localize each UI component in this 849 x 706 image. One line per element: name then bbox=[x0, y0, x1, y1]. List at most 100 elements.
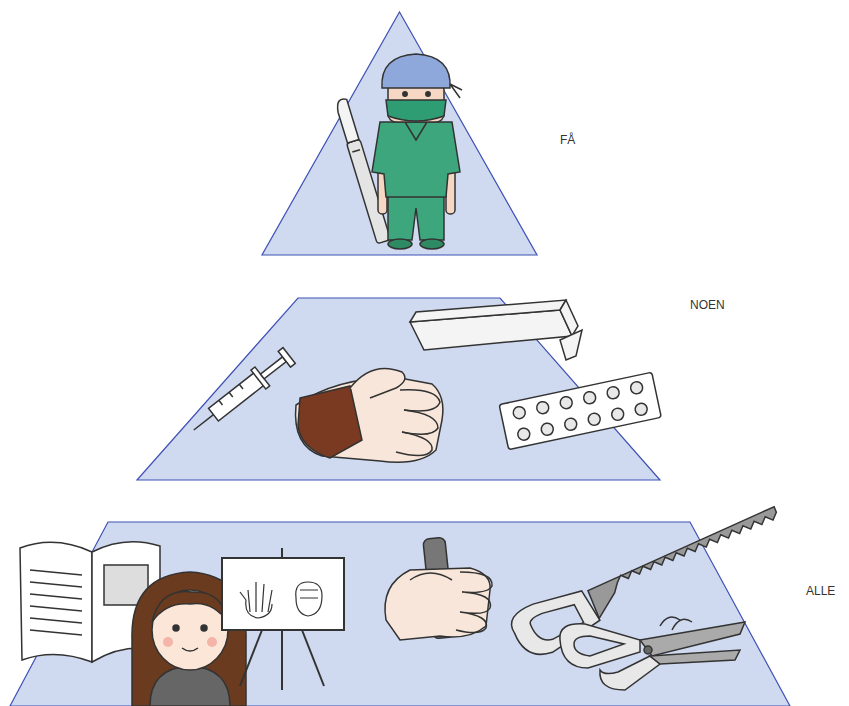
gripping-hand-part bbox=[423, 537, 455, 639]
pill-box-part bbox=[410, 300, 566, 322]
teacher-part bbox=[150, 666, 230, 706]
scissors-part bbox=[600, 656, 660, 690]
scalpel-part bbox=[347, 139, 391, 244]
easel-part bbox=[281, 630, 283, 690]
band-shape bbox=[10, 522, 790, 706]
bandaged-hand-part bbox=[296, 378, 443, 462]
syringe-part bbox=[219, 400, 223, 405]
syringe-part bbox=[260, 357, 286, 379]
scalpel bbox=[334, 98, 391, 244]
easel-part bbox=[222, 558, 344, 630]
teacher-part bbox=[132, 572, 246, 706]
band-outline bbox=[10, 522, 790, 706]
bandaged-hand-part bbox=[350, 368, 405, 398]
bandaged-hand-part bbox=[298, 386, 362, 458]
blister-pack-part-part bbox=[512, 406, 526, 420]
surgeon-part bbox=[388, 239, 412, 249]
syringe-part bbox=[278, 348, 295, 367]
scissors-part bbox=[560, 624, 640, 668]
teacher-part bbox=[207, 637, 217, 647]
open-book-part bbox=[104, 565, 148, 605]
band-label: ALLE bbox=[806, 584, 835, 598]
bandaged-hand-part bbox=[396, 432, 432, 456]
bandaged-hand-part bbox=[402, 410, 438, 434]
surgeon-part bbox=[405, 122, 427, 140]
scalpel-part bbox=[352, 150, 360, 152]
scissors-part bbox=[640, 622, 745, 656]
pill-box-part bbox=[560, 300, 578, 336]
syringe-part bbox=[194, 415, 214, 430]
teacher bbox=[132, 572, 246, 706]
gripping-hand bbox=[385, 537, 492, 640]
teacher-part bbox=[173, 625, 179, 631]
pill-box-part bbox=[560, 330, 582, 360]
blister-pack-part-part bbox=[611, 407, 625, 421]
scissors bbox=[560, 617, 745, 690]
band-outline bbox=[262, 12, 537, 255]
scalpel-part bbox=[335, 98, 359, 143]
bandaged-hand bbox=[296, 368, 443, 462]
gripping-hand-part bbox=[385, 568, 490, 640]
syringe-part bbox=[251, 367, 270, 389]
pyramid-band: ALLE bbox=[10, 522, 790, 706]
surgeon-part bbox=[386, 100, 446, 121]
blister-pack-part-part bbox=[540, 422, 554, 436]
surgeon-part bbox=[403, 92, 407, 96]
easel-part bbox=[281, 548, 283, 560]
teacher-part bbox=[163, 637, 173, 647]
bandaged-hand-part bbox=[400, 390, 440, 411]
blister-pack-part-part bbox=[564, 417, 578, 431]
surgeon-part bbox=[420, 239, 444, 249]
easel bbox=[222, 548, 344, 690]
teacher-part bbox=[152, 590, 228, 670]
pyramid-band: NOEN bbox=[137, 298, 660, 480]
syringe-part bbox=[239, 384, 243, 389]
band-shape bbox=[262, 12, 537, 255]
band-label: FÅ bbox=[560, 133, 575, 147]
blister-pack-part-part bbox=[517, 427, 531, 441]
gripping-hand-part bbox=[456, 572, 492, 633]
easel-part bbox=[302, 630, 324, 686]
blister-pack bbox=[499, 372, 661, 449]
bread-knife-part bbox=[585, 507, 788, 619]
surgeon-part bbox=[446, 168, 455, 214]
teacher-part bbox=[201, 625, 207, 631]
surgeon-part bbox=[378, 168, 387, 214]
scissors-part bbox=[644, 646, 652, 654]
blister-pack-part-part bbox=[559, 396, 573, 410]
blister-pack-part-part bbox=[536, 401, 550, 415]
blister-pack-part-part bbox=[587, 412, 601, 426]
scissors-part bbox=[660, 617, 692, 630]
pill-box bbox=[410, 300, 582, 360]
blister-pack-part-part bbox=[583, 391, 597, 405]
band-outline bbox=[137, 298, 660, 480]
blister-pack-part bbox=[499, 372, 661, 449]
teacher-part bbox=[182, 648, 198, 651]
pill-box-part bbox=[410, 310, 572, 350]
teacher-part bbox=[152, 592, 228, 622]
blister-pack-part-part bbox=[634, 402, 648, 416]
easel-part bbox=[296, 582, 322, 616]
open-book-part bbox=[30, 570, 82, 635]
open-book bbox=[20, 542, 160, 662]
open-book-part bbox=[92, 542, 160, 662]
syringe-part bbox=[209, 371, 266, 421]
easel-part bbox=[240, 630, 262, 686]
blister-pack-part-part bbox=[629, 381, 643, 395]
band-label: NOEN bbox=[690, 298, 725, 312]
bread-knife bbox=[507, 507, 794, 663]
open-book-part bbox=[20, 542, 92, 662]
surgeon-part bbox=[450, 84, 462, 98]
blister-pack-part bbox=[512, 381, 648, 442]
surgeon-part bbox=[388, 82, 444, 122]
syringe-part bbox=[229, 392, 233, 397]
surgeon-part bbox=[426, 92, 430, 96]
gripping-hand-part bbox=[410, 573, 452, 580]
syringe bbox=[186, 346, 296, 439]
bread-knife-part bbox=[507, 583, 605, 663]
surgeon-part bbox=[382, 54, 450, 88]
surgeon-part bbox=[372, 122, 460, 197]
surgeon-part bbox=[388, 195, 444, 240]
surgeon bbox=[372, 54, 462, 249]
